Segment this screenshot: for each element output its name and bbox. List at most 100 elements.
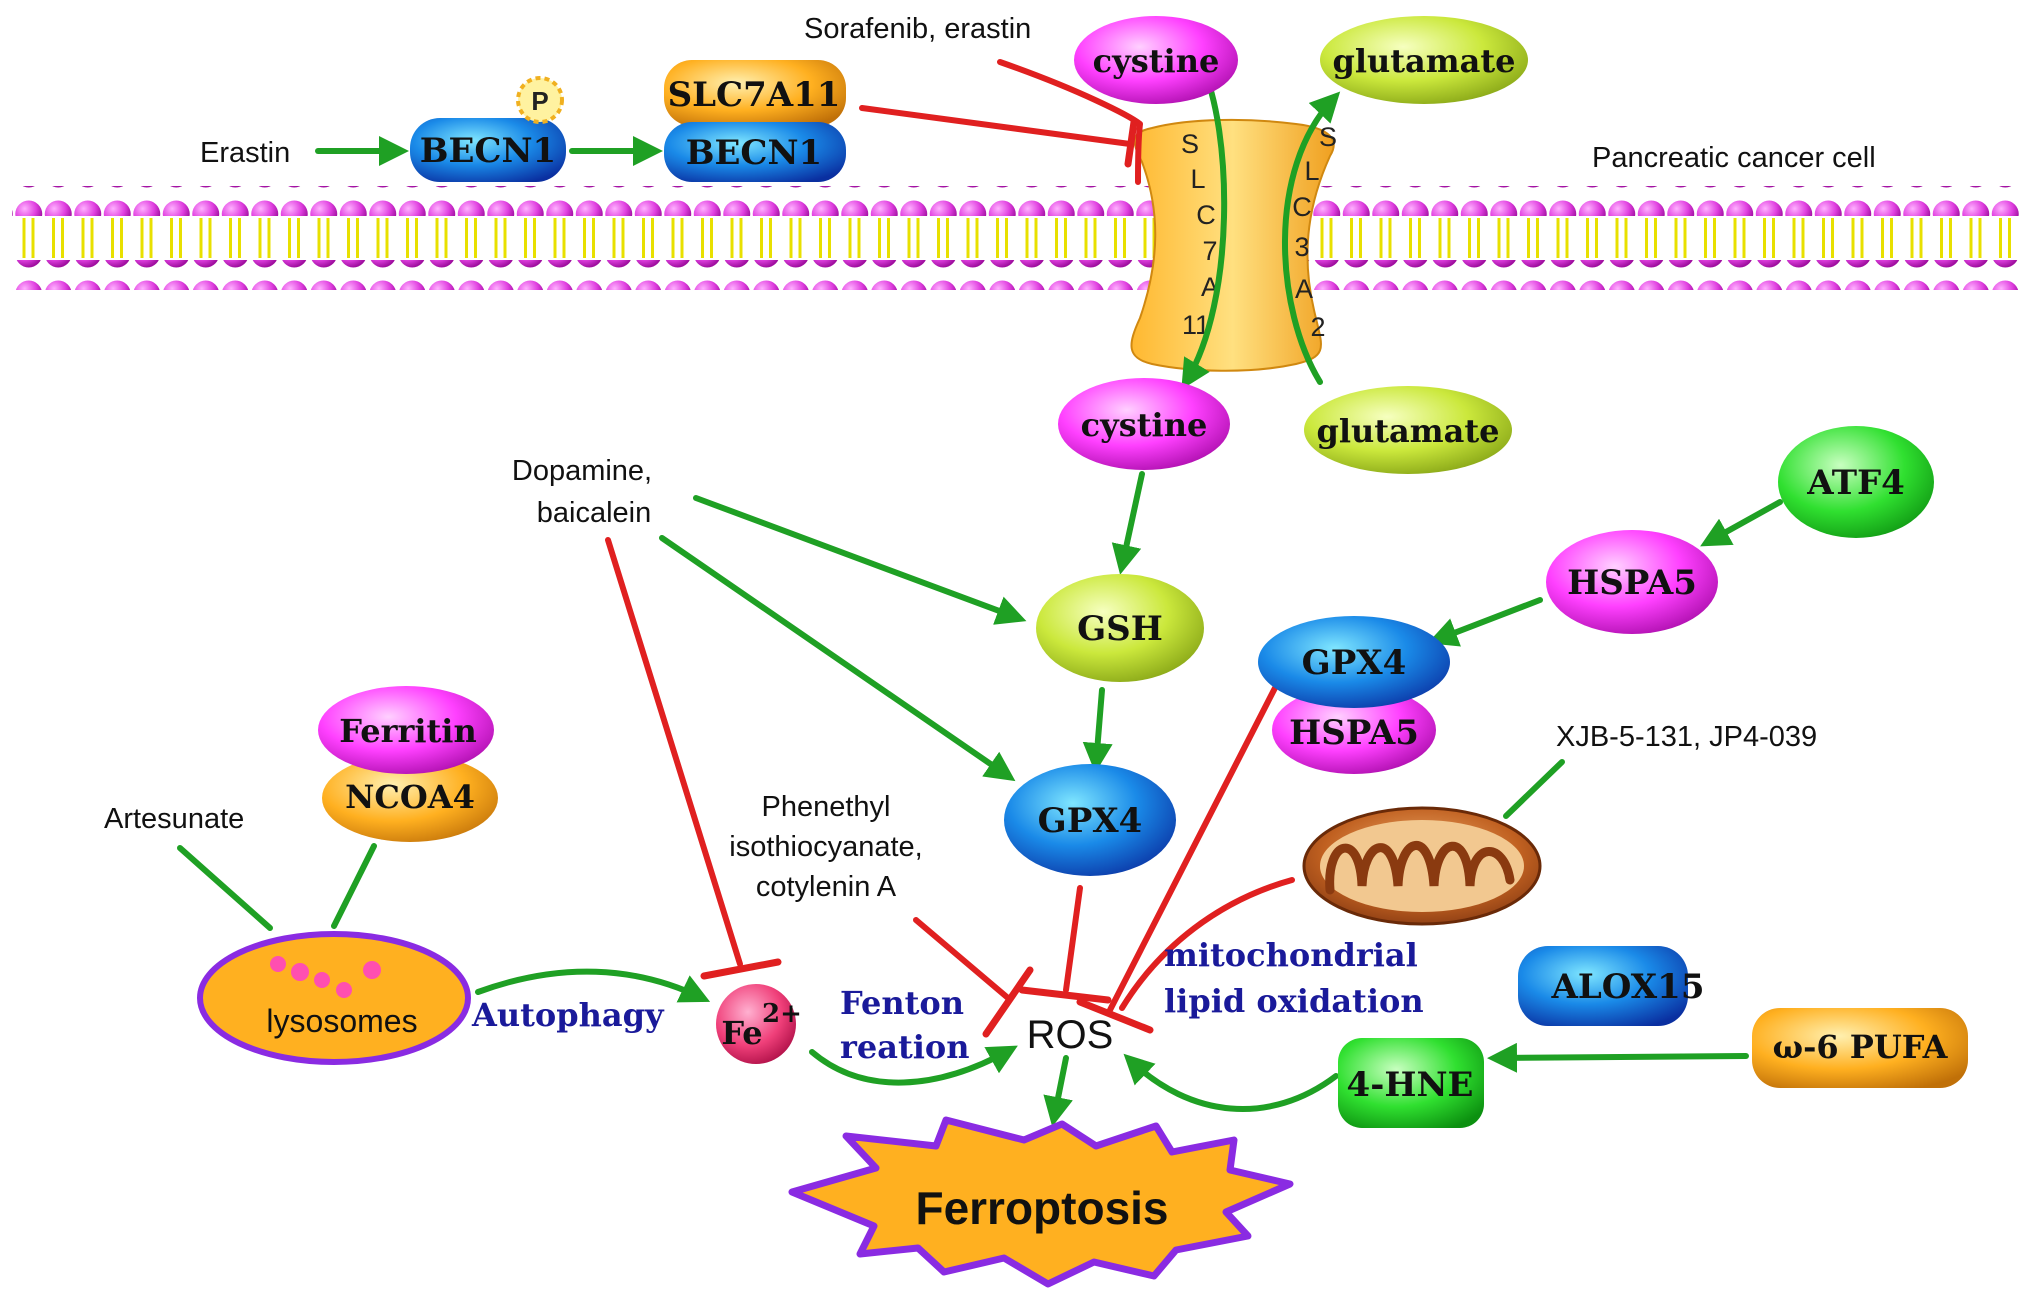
inhibit-peitc-ros <box>913 917 1011 1001</box>
fenton-label-line2: reation <box>840 1028 970 1066</box>
iron-label: Fe <box>721 1014 762 1052</box>
lysosomes-label: lysosomes <box>266 1003 417 1039</box>
inhibit-bar <box>982 966 1034 1038</box>
slc3a2-letter: S <box>1319 122 1337 152</box>
inhibit-bar <box>700 958 782 980</box>
slc7a11-becn1-complex: SLC7A11 BECN1 <box>664 60 846 182</box>
inhibit-mito-ros <box>1119 877 1295 1011</box>
glutamate-extracellular-label: glutamate <box>1332 42 1515 80</box>
ros-label: ROS <box>1027 1013 1114 1057</box>
drug-peitc-line2: isothiocyanate, <box>729 831 922 863</box>
arrow-ros-ferroptosis <box>1043 1055 1073 1127</box>
arrow-dopamine-gpx4 <box>659 535 1016 782</box>
iron-charge: 2+ <box>762 999 802 1029</box>
hne-node: 4-HNE <box>1338 1038 1484 1128</box>
inhibit-dopamine-fe <box>605 537 743 967</box>
slc3a2-letter: L <box>1304 156 1319 186</box>
drug-xjb-jp4: XJB-5-131, JP4-039 <box>1556 721 1817 753</box>
hspa5-complex-label: HSPA5 <box>1289 713 1419 753</box>
cystine-intracellular-label: cystine <box>1081 406 1208 444</box>
link-artesunate-lysosomes <box>177 845 273 931</box>
slc3a2-letter: 2 <box>1310 312 1325 342</box>
arrow-gsh-gpx4 <box>1082 687 1113 773</box>
slc7a11-letter: 7 <box>1202 236 1217 266</box>
arrow-fe-ros <box>809 1045 1018 1086</box>
gsh-node: GSH <box>1036 574 1204 682</box>
inhibit-complex-transporter <box>859 105 1133 147</box>
atf4-node: ATF4 <box>1778 426 1934 538</box>
link-xjb-mitochondria <box>1503 759 1565 819</box>
slc3a2-letter: A <box>1295 274 1313 304</box>
mitochondrion-icon <box>1302 806 1542 926</box>
inhibit-bar <box>1076 998 1154 1034</box>
mito-label-line1: mitochondrial <box>1164 936 1418 974</box>
arrow-dopamine-gsh <box>693 495 1027 625</box>
system-xc-transporter <box>1130 118 1335 372</box>
glutamate-intracellular: glutamate <box>1304 386 1512 474</box>
phosphate-label: P <box>531 86 548 116</box>
ferritin-ncoa4-complex: Ferritin NCOA4 <box>318 686 498 842</box>
arrow-hne-ros <box>1123 1053 1339 1112</box>
slc3a2-letter: C <box>1292 192 1312 222</box>
ferritin-label: Ferritin <box>339 712 476 750</box>
hspa5-node: HSPA5 <box>1546 530 1718 634</box>
becn1-node: BECN1 <box>410 118 566 182</box>
becn1-complex-label: BECN1 <box>686 133 822 173</box>
cell-membrane <box>12 186 2020 290</box>
membrane-label: Pancreatic cancer cell <box>1592 142 1876 174</box>
drug-dopamine-line2: baicalein <box>537 497 651 529</box>
gpx4-hspa5-complex: GPX4 HSPA5 <box>1258 616 1450 774</box>
inhibit-gpx4complex-ros <box>1107 683 1279 1013</box>
becn1-label: BECN1 <box>420 131 556 171</box>
inhibit-sorafenib-transporter <box>997 59 1143 185</box>
hspa5-label: HSPA5 <box>1567 563 1697 603</box>
glutamate-intracellular-label: glutamate <box>1316 412 1499 450</box>
drug-erastin: Erastin <box>200 137 290 169</box>
lysosomes-node: lysosomes <box>197 931 471 1065</box>
drug-peitc-line3: cotylenin A <box>756 871 897 903</box>
drug-artesunate: Artesunate <box>104 803 244 835</box>
drug-sorafenib-erastin: Sorafenib, erastin <box>804 13 1031 45</box>
atf4-label: ATF4 <box>1806 463 1905 503</box>
arrow-cystine-import <box>1181 63 1228 390</box>
arrow-hspa5-gpx4complex <box>1427 597 1543 647</box>
ncoa4-label: NCOA4 <box>345 778 475 816</box>
alox15-node: ALOX15 <box>1518 946 1705 1026</box>
iron-node: Fe 2+ <box>716 984 802 1064</box>
drug-peitc-line1: Phenethyl <box>762 791 891 823</box>
arrow-pufa-hne <box>1487 1042 1749 1073</box>
slc3a2-letter: 3 <box>1294 232 1309 262</box>
slc7a11-letter: L <box>1190 164 1205 194</box>
pufa-label: ω-6 PUFA <box>1773 1028 1949 1066</box>
drug-dopamine-line1: Dopamine, <box>512 455 652 487</box>
gpx4-complex-label: GPX4 <box>1302 643 1407 683</box>
arrow-atf4-hspa5 <box>1700 499 1783 547</box>
gpx4-label: GPX4 <box>1038 801 1143 841</box>
ferroptosis-label: Ferroptosis <box>915 1182 1168 1234</box>
glutamate-extracellular: glutamate <box>1320 16 1528 104</box>
slc3a2-letters: S L C 3 A 2 <box>1292 122 1337 342</box>
pufa-node: ω-6 PUFA <box>1752 1008 1968 1088</box>
autophagy-label: Autophagy <box>471 996 665 1034</box>
arrow-glutamate-export <box>1282 91 1341 385</box>
fenton-label-line1: Fenton <box>840 984 964 1022</box>
inhibit-bar <box>1018 986 1112 1004</box>
mito-label-line2: lipid oxidation <box>1164 982 1424 1020</box>
inhibit-gpx4-ros <box>1063 885 1083 993</box>
cystine-extracellular: cystine <box>1074 16 1238 104</box>
link-ncoa4-lysosomes <box>331 843 377 929</box>
gsh-label: GSH <box>1077 609 1163 649</box>
arrow-cystine-gsh <box>1111 471 1145 575</box>
cystine-intracellular: cystine <box>1058 378 1230 470</box>
cystine-extracellular-label: cystine <box>1093 42 1220 80</box>
slc7a11-letter: C <box>1196 200 1216 230</box>
slc7a11-letter: S <box>1181 129 1199 159</box>
phosphate-icon: P <box>516 76 564 124</box>
ferroptosis-node: Ferroptosis <box>788 1116 1294 1288</box>
alox15-label: ALOX15 <box>1551 967 1705 1007</box>
inhibit-bar <box>1124 118 1138 168</box>
hne-label: 4-HNE <box>1347 1065 1474 1105</box>
slc7a11-label: SLC7A11 <box>668 75 841 115</box>
gpx4-node: GPX4 <box>1004 764 1176 876</box>
